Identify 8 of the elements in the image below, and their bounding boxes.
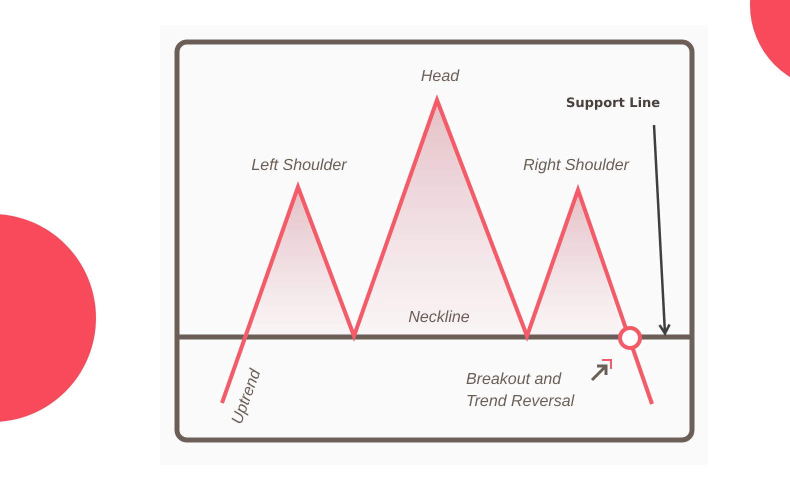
annotation-text: Breakout and Trend Reversal [466,370,576,412]
arrow [652,124,671,335]
neckline [177,334,692,340]
neckline-label: Neckline [408,308,470,328]
callout-label: Support Line [566,96,660,111]
peak-label: Left Shoulder [251,156,347,176]
peak-label: Head [420,67,460,87]
peak-label: Right Shoulder [523,156,629,176]
